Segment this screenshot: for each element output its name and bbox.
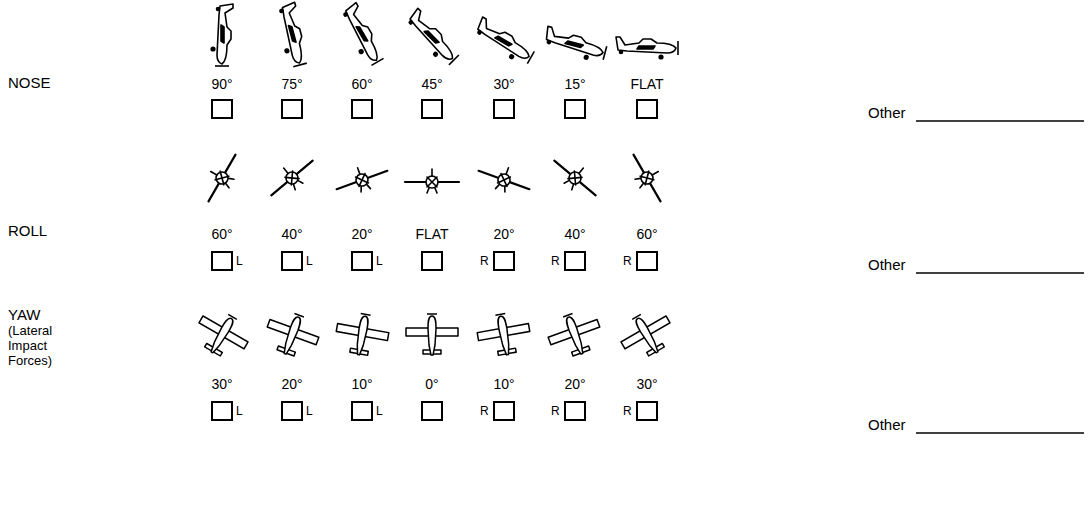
row-label: NOSE xyxy=(8,74,51,91)
side-letter: L xyxy=(236,405,243,419)
angle-value: FLAT xyxy=(630,76,663,92)
angle-value: 60° xyxy=(636,226,657,242)
side-letter: L xyxy=(306,405,313,419)
angle-value: 20° xyxy=(351,226,372,242)
airplane-icon xyxy=(332,159,391,200)
checkbox xyxy=(282,402,302,420)
row-sublabel: (Lateral Impact Forces) xyxy=(8,324,80,369)
row-label: ROLL xyxy=(8,222,47,239)
airplane-icon xyxy=(402,8,461,67)
angle-value: 15° xyxy=(564,76,585,92)
checkbox xyxy=(565,100,585,118)
side-letter: R xyxy=(623,405,632,419)
angle-value: 90° xyxy=(211,76,232,92)
side-letter: R xyxy=(551,255,560,269)
airplane-icon xyxy=(263,151,320,204)
checkbox xyxy=(422,252,442,270)
airplane-icon xyxy=(211,4,233,66)
airplane-icon xyxy=(405,169,459,193)
side-letter: L xyxy=(376,255,383,269)
airplane-icon xyxy=(543,306,606,362)
angle-value: 75° xyxy=(281,76,302,92)
angle-value: 10° xyxy=(351,376,372,392)
checkbox xyxy=(494,252,514,270)
checkbox xyxy=(212,402,232,420)
side-letter: R xyxy=(623,255,632,269)
angle-value: 40° xyxy=(564,226,585,242)
side-letter: L xyxy=(376,405,383,419)
angle-value: 20° xyxy=(493,226,514,242)
angle-value: 0° xyxy=(425,376,438,392)
angle-value: 60° xyxy=(351,76,372,92)
angle-value: 10° xyxy=(493,376,514,392)
angle-value: FLAT xyxy=(415,226,448,242)
answer-line xyxy=(916,432,1084,434)
checkbox xyxy=(494,100,514,118)
checkbox xyxy=(422,402,442,420)
side-letter: R xyxy=(480,405,489,419)
airplane-icon xyxy=(624,148,672,207)
airplane-icon xyxy=(547,151,604,204)
checkbox xyxy=(637,252,657,270)
checkbox xyxy=(212,100,232,118)
checkbox xyxy=(352,100,372,118)
angle-value: 40° xyxy=(281,226,302,242)
checkbox xyxy=(212,252,232,270)
airplane-icon xyxy=(261,306,324,362)
other-label: Other xyxy=(868,416,906,433)
answer-line xyxy=(916,120,1084,122)
angle-value: 60° xyxy=(211,226,232,242)
airplane-icon xyxy=(337,3,387,68)
airplane-icon xyxy=(472,17,537,67)
airplane-icon xyxy=(189,304,255,366)
airplane-icon xyxy=(333,310,391,359)
checkbox xyxy=(494,402,514,420)
checkbox xyxy=(282,100,302,118)
other-label: Other xyxy=(868,256,906,273)
airplane-icon xyxy=(406,314,458,355)
checkbox xyxy=(352,252,372,270)
angle-value: 30° xyxy=(636,376,657,392)
airplane-icon xyxy=(616,37,678,59)
checkbox xyxy=(352,402,372,420)
airplane-icon xyxy=(614,304,680,366)
airplane-icon xyxy=(475,310,533,359)
angle-value: 30° xyxy=(493,76,514,92)
other-label: Other xyxy=(868,104,906,121)
checkbox xyxy=(565,252,585,270)
side-letter: L xyxy=(236,255,243,269)
checkbox xyxy=(637,100,657,118)
checkbox xyxy=(422,100,442,118)
angle-value: 45° xyxy=(421,76,442,92)
side-letter: L xyxy=(306,255,313,269)
answer-lines xyxy=(916,121,1084,433)
answer-line xyxy=(916,272,1084,274)
checkbox xyxy=(637,402,657,420)
airplane-icon xyxy=(475,159,534,200)
airplane-icon xyxy=(197,148,245,207)
side-letter: R xyxy=(551,405,560,419)
checkbox-group xyxy=(212,100,657,420)
row-label: YAW xyxy=(8,306,41,323)
side-letter: R xyxy=(480,255,489,269)
checkbox xyxy=(282,252,302,270)
angle-value: 20° xyxy=(281,376,302,392)
checkbox xyxy=(565,402,585,420)
angle-value: 20° xyxy=(564,376,585,392)
airplane-icon xyxy=(542,26,608,63)
airplane-icon xyxy=(274,2,311,68)
angle-value: 30° xyxy=(211,376,232,392)
